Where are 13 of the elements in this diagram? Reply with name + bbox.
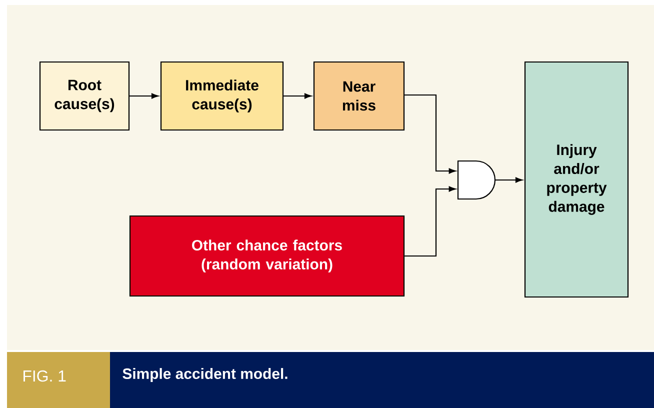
caption-text: Simple accident model. [110,352,654,408]
caption-bar: FIG. 1 [7,352,110,408]
arrow [130,93,158,99]
process-box: Immediate cause(s) [160,61,284,131]
process-box: Other chance factors (random variation) [129,215,405,297]
and-gate [457,160,496,200]
process-box: Root cause(s) [39,61,130,131]
arrow [404,94,456,174]
arrow [284,93,312,99]
arrow [495,177,522,183]
process-box: Injury and/or property damage [524,61,629,298]
process-box: Near miss [313,61,405,131]
arrow [404,186,456,257]
